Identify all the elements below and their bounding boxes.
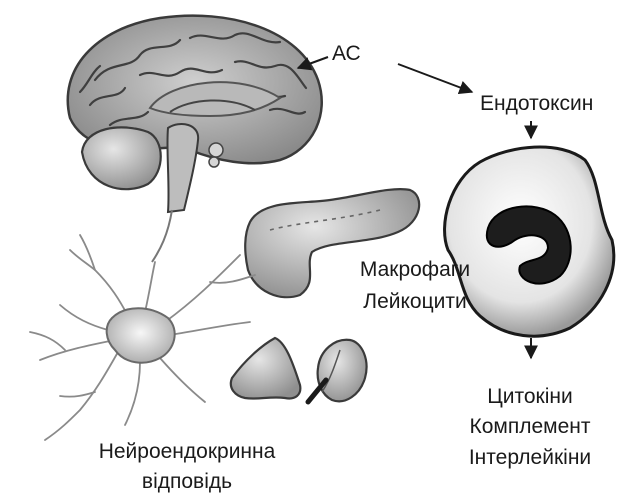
label-stress-source: АС <box>332 42 361 66</box>
label-macrophages: Макрофаги <box>340 258 490 282</box>
label-endotoxin: Ендотоксин <box>480 92 593 116</box>
label-leukocytes: Лейкоцити <box>340 290 490 314</box>
label-interleukins: Інтерлейкіни <box>455 446 605 470</box>
neuron-illustration <box>30 235 255 440</box>
label-response: відповідь <box>62 470 312 494</box>
label-cytokines: Цитокіни <box>455 385 605 409</box>
arrow-to-endotoxin <box>398 64 472 92</box>
label-neuroendocrine: Нейроендокринна <box>62 440 312 464</box>
kidney-illustration <box>308 340 367 402</box>
label-complement: Комплемент <box>455 415 605 439</box>
adrenal-gland-illustration <box>231 338 300 399</box>
